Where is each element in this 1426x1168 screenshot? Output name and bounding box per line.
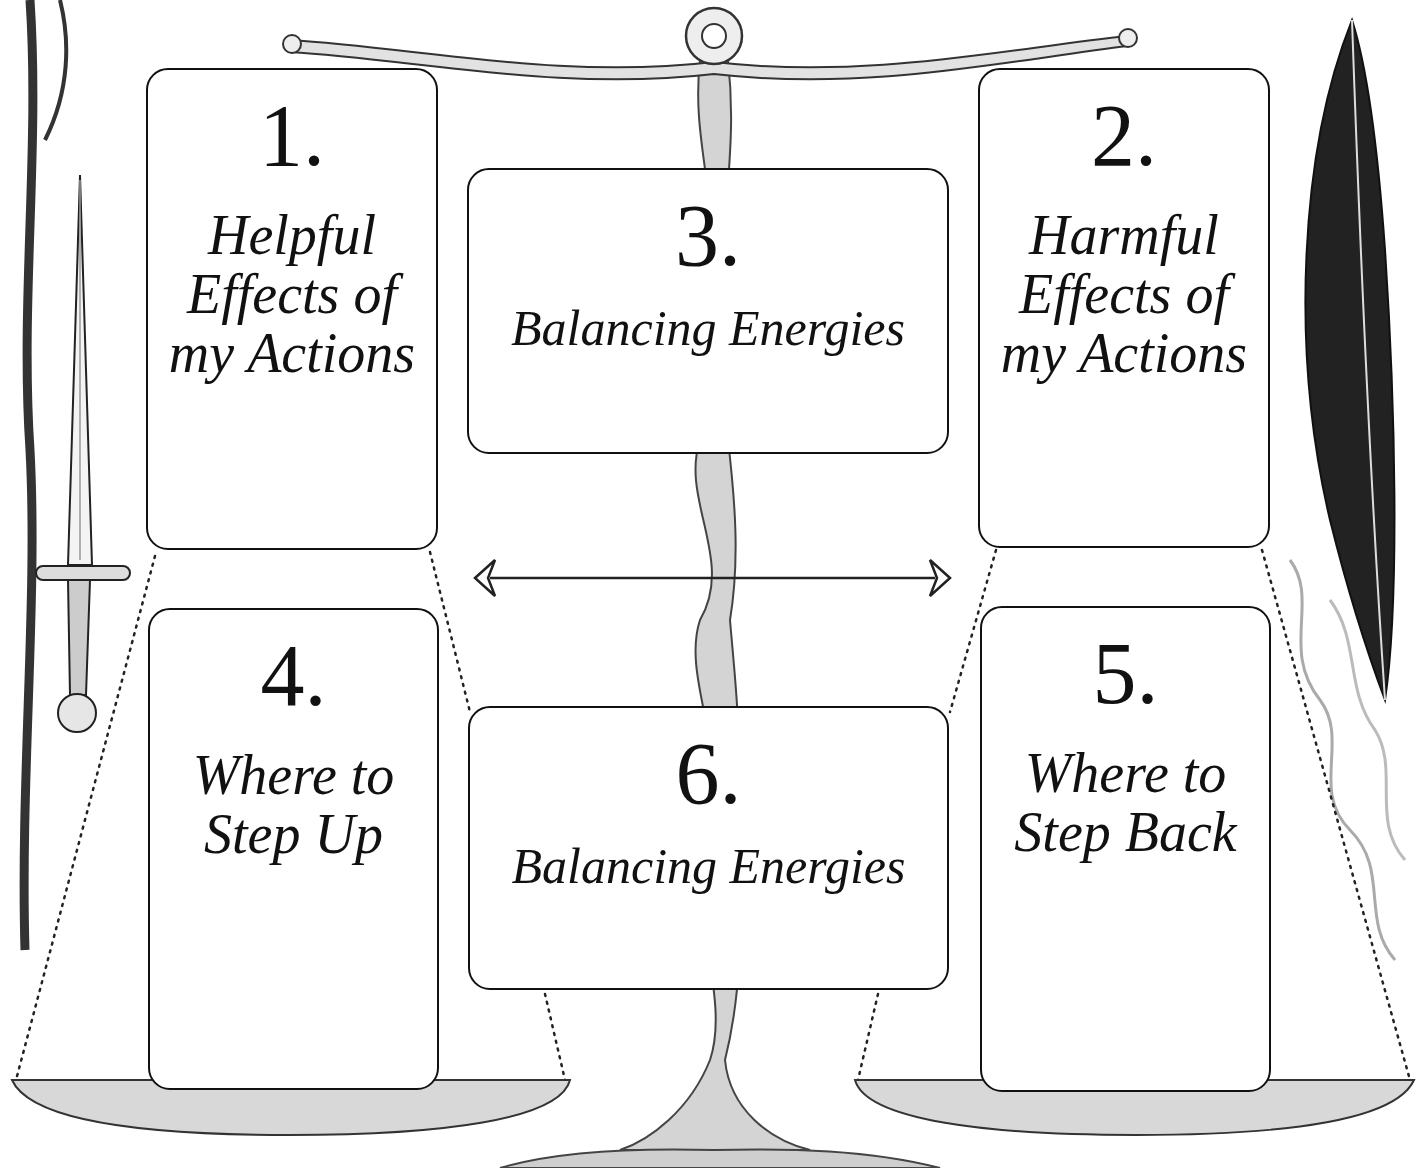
position-meaning: Balancing Energies: [511, 302, 905, 355]
spread-card: 2. Harmful Effects of my Actions: [978, 68, 1270, 548]
branch: [24, 0, 33, 950]
position-meaning: Where to Step Up: [166, 746, 421, 864]
position-meaning: Where to Step Back: [998, 744, 1253, 862]
scale-base: [500, 1149, 940, 1168]
spread-card: 1. Helpful Effects of my Actions: [146, 68, 438, 550]
position-number: 4.: [261, 632, 327, 720]
position-meaning: Harmful Effects of my Actions: [996, 206, 1252, 382]
position-number: 3.: [675, 192, 741, 280]
spread-card: 4. Where to Step Up: [148, 608, 439, 1090]
balance-arrow: [475, 560, 950, 596]
position-number: 6.: [676, 730, 742, 818]
sword-blade: [68, 175, 92, 565]
position-meaning: Helpful Effects of my Actions: [164, 206, 420, 382]
beam-ornament: [686, 8, 742, 64]
position-meaning: Balancing Energies: [512, 840, 906, 893]
position-number: 1.: [259, 92, 325, 180]
spread-card: 3. Balancing Energies: [467, 168, 949, 454]
spread-card: 5. Where to Step Back: [980, 606, 1271, 1092]
sword-pommel: [58, 694, 96, 732]
sword-grip: [68, 580, 90, 695]
twig: [45, 0, 66, 140]
feather: [1305, 20, 1394, 700]
position-number: 2.: [1091, 92, 1157, 180]
position-number: 5.: [1093, 630, 1159, 718]
spread-card: 6. Balancing Energies: [468, 706, 949, 990]
sword-guard: [36, 566, 130, 580]
